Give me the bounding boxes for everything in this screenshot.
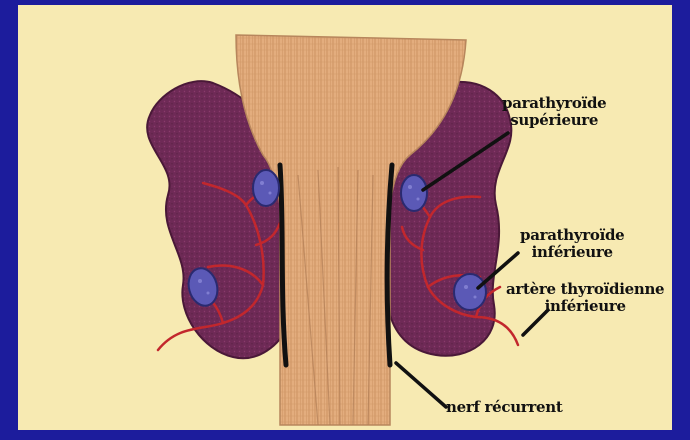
label-recurrent-nerve: nerf récurrent [446, 399, 563, 416]
label-parathyroid-inferior: parathyroïde inférieure [520, 227, 624, 261]
label-artery-line2: inférieure [506, 298, 664, 315]
right-inferior-parathyroid [454, 274, 486, 310]
right-superior-parathyroid [401, 175, 427, 211]
leader-nerve [396, 363, 446, 407]
label-parathyroid-superior: parathyroïde supérieure [502, 95, 606, 129]
label-parathyroid-inferior-line1: parathyroïde [520, 227, 624, 244]
label-parathyroid-inferior-line2: inférieure [520, 244, 624, 261]
label-parathyroid-superior-line2: supérieure [502, 112, 606, 129]
label-inferior-thyroid-artery: artère thyroïdienne inférieure [506, 281, 664, 315]
diagram-panel: parathyroïde supérieure parathyroïde inf… [18, 5, 672, 430]
left-superior-parathyroid [253, 170, 279, 206]
label-artery-line1: artère thyroïdienne [506, 281, 664, 298]
label-parathyroid-superior-line1: parathyroïde [502, 95, 606, 112]
thyroid-diagram [18, 5, 672, 430]
